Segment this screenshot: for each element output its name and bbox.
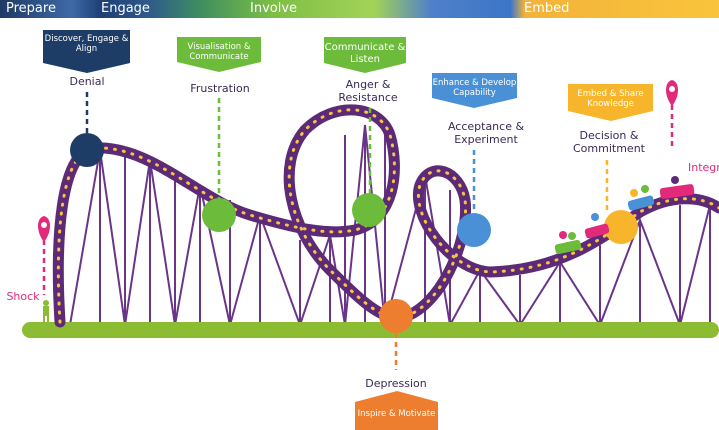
frustration-marker	[202, 198, 236, 232]
enhance-tag: Enhance & Develop Capability	[432, 78, 517, 98]
phase-involve: Involve	[250, 1, 298, 16]
phase-engage: Engage	[101, 1, 150, 16]
communicate-tag-shape	[324, 37, 406, 73]
phase-bar: Prepare Engage Involve Embed	[0, 0, 719, 18]
anger-marker	[352, 193, 386, 227]
depression-label: Depression	[365, 377, 427, 390]
denial-marker	[70, 133, 104, 167]
depression-marker	[379, 299, 413, 333]
shock-pin-icon	[38, 216, 50, 242]
decision-label: Decision & Commitment	[573, 129, 645, 155]
integration-label: Integr	[688, 161, 719, 174]
frustration-label: Frustration	[190, 82, 250, 95]
integration-pin-icon	[666, 80, 678, 106]
visualisation-tag-shape	[177, 37, 261, 72]
visualisation-tag: Visualisation & Communicate	[187, 42, 251, 62]
discover-tag-shape	[43, 30, 130, 73]
coaster-carts-icon	[554, 176, 695, 255]
inspire-tag: Inspire & Motivate	[357, 409, 436, 419]
decision-marker	[604, 210, 638, 244]
phase-embed: Embed	[524, 1, 570, 16]
communicate-tag: Communicate & Listen	[324, 42, 406, 65]
inspire-tag-shape	[355, 391, 438, 430]
anger-label: Anger & Resistance	[338, 78, 398, 104]
enhance-tag-shape	[432, 73, 517, 108]
ground-track	[22, 322, 719, 338]
shock-label: Shock	[6, 290, 40, 303]
embed-share-tag-shape	[568, 84, 653, 121]
acceptance-marker	[457, 213, 491, 247]
coaster-track	[52, 104, 719, 328]
embed-share-tag: Embed & Share Knowledge	[577, 89, 644, 109]
denial-label: Denial	[69, 75, 105, 88]
person-icon	[43, 300, 49, 322]
phase-prepare: Prepare	[6, 1, 56, 16]
acceptance-label: Acceptance & Experiment	[447, 120, 525, 146]
discover-tag: Discover, Engage & Align	[44, 34, 129, 54]
